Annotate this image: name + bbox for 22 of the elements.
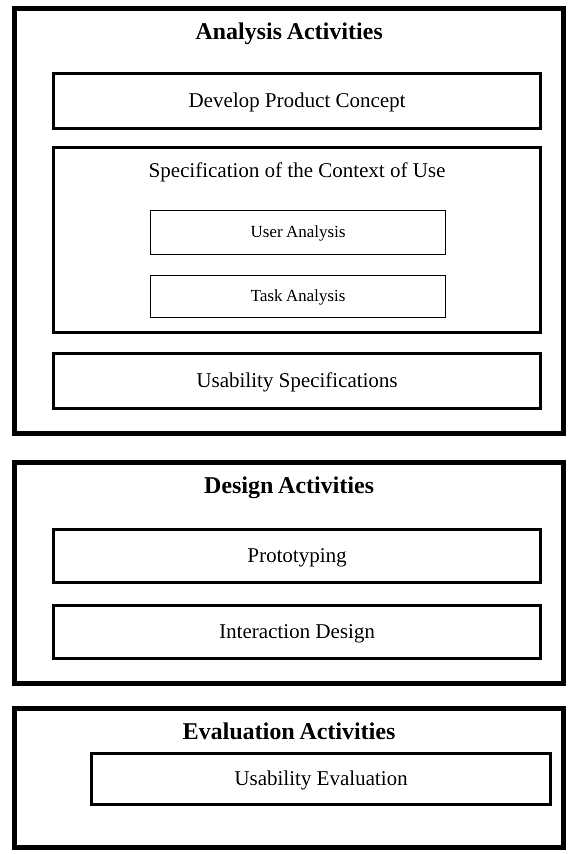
activity-label: Specification of the Context of Use xyxy=(148,159,446,182)
activity-label: Interaction Design xyxy=(219,620,375,644)
activity-label: Develop Product Concept xyxy=(188,89,406,113)
activity-box xyxy=(52,72,542,130)
activity-box xyxy=(52,528,542,584)
group-heading: Evaluation Activities xyxy=(182,719,396,746)
group-heading: Analysis Activities xyxy=(195,19,383,46)
activity-box xyxy=(52,352,542,410)
activity-label: Usability Evaluation xyxy=(234,767,408,791)
activity-box xyxy=(52,146,542,334)
activity-box xyxy=(150,275,446,318)
activity-group-box xyxy=(12,460,566,686)
activity-group-box xyxy=(12,6,566,436)
activity-box xyxy=(150,210,446,255)
activity-box xyxy=(90,752,552,806)
activity-label: Usability Specifications xyxy=(196,369,398,393)
activity-label: User Analysis xyxy=(250,223,346,242)
activity-group-box xyxy=(12,706,566,850)
activity-label: Prototyping xyxy=(247,544,347,568)
activity-box xyxy=(52,604,542,660)
activity-label: Task Analysis xyxy=(250,287,346,306)
group-heading: Design Activities xyxy=(204,473,374,500)
